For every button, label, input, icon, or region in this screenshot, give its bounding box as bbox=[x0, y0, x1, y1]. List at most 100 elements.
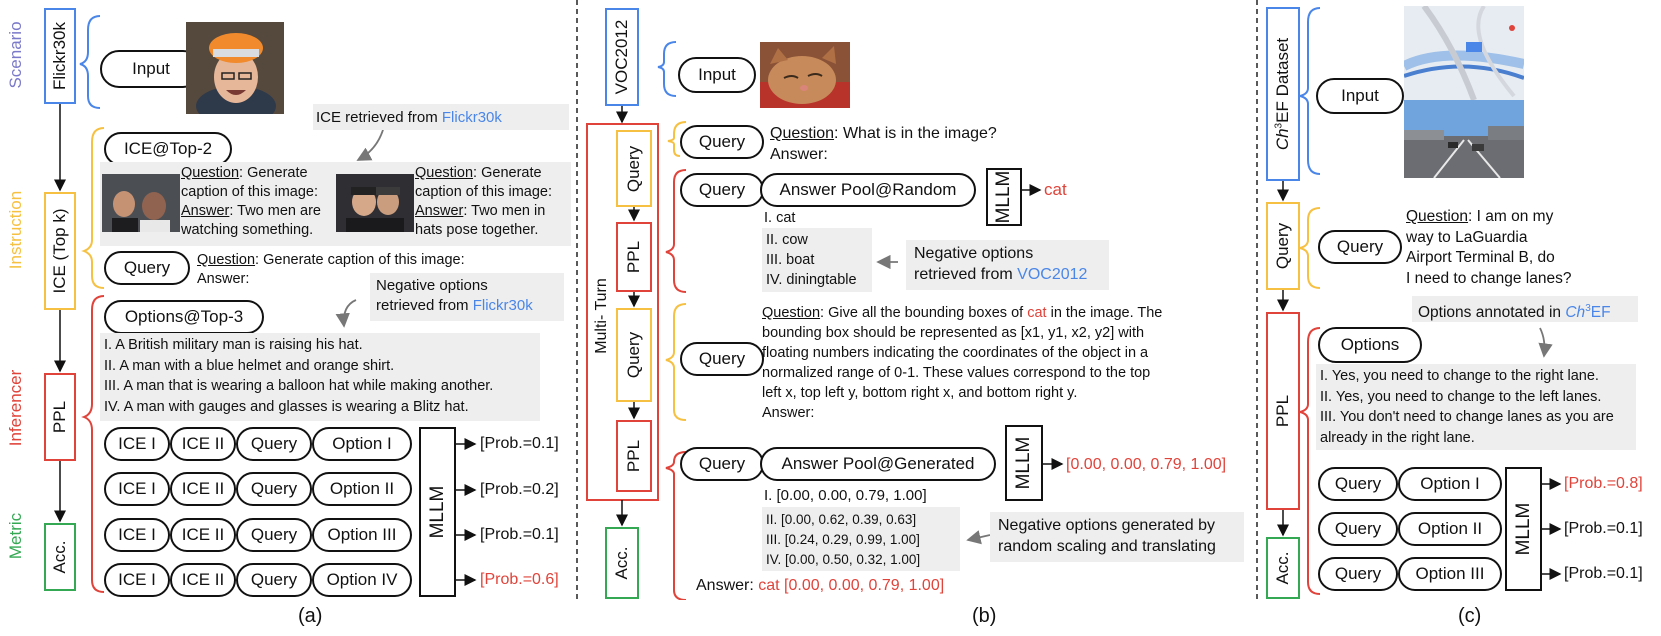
b-mllm-1: MLLM bbox=[986, 168, 1022, 226]
c-ann-note: Options annotated in Ch3EF bbox=[1418, 303, 1611, 322]
c-row2-query: Query bbox=[1318, 512, 1398, 546]
c-map-image bbox=[1404, 6, 1524, 100]
c-options-pill: Options bbox=[1318, 327, 1422, 363]
prob-4: [Prob.=0.6] bbox=[480, 571, 559, 588]
b-query-pill-2: Query bbox=[680, 173, 764, 207]
c-mllm: MLLM bbox=[1505, 467, 1542, 591]
c-ann-note-bg bbox=[1412, 296, 1638, 322]
caption-c: (c) bbox=[1458, 605, 1482, 627]
ice2-image bbox=[336, 174, 414, 232]
mllm-box-a: MLLM bbox=[419, 427, 456, 597]
c-prob-2: [Prob.=0.1] bbox=[1564, 520, 1643, 537]
row3-ice2: ICE II bbox=[170, 518, 236, 552]
b-gen-note: Negative options generated by random sca… bbox=[998, 517, 1216, 555]
row3-ice1: ICE I bbox=[104, 518, 170, 552]
c-prob-3: [Prob.=0.1] bbox=[1564, 565, 1643, 582]
b-query-pill-4: Query bbox=[680, 447, 764, 481]
row1-ice1: ICE I bbox=[104, 427, 170, 461]
b-bbox-bg bbox=[762, 507, 960, 571]
panel-c-connectors bbox=[1277, 7, 1562, 595]
options-a-list: I. A British military man is raising his… bbox=[104, 337, 494, 415]
ice-retrieved-note bbox=[313, 104, 569, 130]
row4-ice2: ICE II bbox=[170, 563, 236, 597]
c-query-box: Query bbox=[1266, 202, 1300, 290]
voc2012-box: VOC2012 bbox=[605, 8, 639, 106]
ice-topk-box: ICE (Top k) bbox=[44, 192, 76, 310]
panel-a-connectors bbox=[54, 15, 477, 593]
c-row1-option: Option I bbox=[1398, 467, 1502, 501]
options-a-bg bbox=[100, 333, 540, 421]
answer-pool-generated: Answer Pool@Generated bbox=[760, 447, 996, 481]
row4-ice1: ICE I bbox=[104, 563, 170, 597]
c-row3-option: Option III bbox=[1398, 557, 1502, 591]
c-options-bg bbox=[1316, 364, 1636, 450]
b-bbox-rest: II. [0.00, 0.62, 0.39, 0.63] III. [0.24,… bbox=[766, 512, 921, 567]
row1-option: Option I bbox=[312, 427, 412, 461]
row2-ice1: ICE I bbox=[104, 472, 170, 506]
ppl-box: PPL bbox=[44, 373, 76, 461]
neg-note-a-text: Negative options retrieved from Flickr30… bbox=[376, 277, 533, 314]
prob-3: [Prob.=0.1] bbox=[480, 526, 559, 543]
caption-a: (a) bbox=[298, 605, 323, 627]
row3-query: Query bbox=[236, 518, 312, 552]
row1-query: Query bbox=[236, 427, 312, 461]
query-text: Question: Generate caption of this image… bbox=[197, 252, 465, 287]
neg-note-a bbox=[370, 273, 564, 321]
row2-option: Option II bbox=[312, 472, 412, 506]
b-query-box-2: Query bbox=[616, 308, 652, 402]
c-options-list: I. Yes, you need to change to the right … bbox=[1320, 368, 1614, 446]
prob-1: [Prob.=0.1] bbox=[480, 435, 559, 452]
ice1-text: Question: Generate caption of this image… bbox=[181, 165, 321, 238]
row4-option: Option IV bbox=[312, 563, 412, 597]
panel-b-connectors bbox=[586, 41, 1064, 600]
b-gen-note-bg bbox=[990, 512, 1244, 562]
ice-retrieved-text: ICE retrieved from Flickr30k bbox=[316, 109, 502, 126]
b-opt-first: I. cat bbox=[764, 210, 796, 226]
query-pill: Query bbox=[104, 251, 190, 285]
ice2-text: Question: Generate caption of this image… bbox=[415, 165, 553, 238]
b-q2-text: Question: Give all the bounding boxes of… bbox=[762, 305, 1163, 421]
c-prob-1: [Prob.=0.8] bbox=[1564, 475, 1643, 492]
ch3ef-dataset-box: Ch3EF Dataset bbox=[1266, 7, 1300, 181]
c-row3-query: Query bbox=[1318, 557, 1398, 591]
b-opts-rest: II. cow III. boat IV. diningtable bbox=[766, 232, 857, 288]
c-question: Question: I am on my way to LaGuardia Ai… bbox=[1406, 208, 1572, 287]
b-opts-bg bbox=[762, 228, 872, 292]
c-input-pill: Input bbox=[1316, 78, 1404, 114]
ice1-image bbox=[102, 174, 180, 232]
flickr30k-box: Flickr30k bbox=[44, 8, 76, 104]
b-query-pill-3: Query bbox=[680, 342, 764, 376]
row4-query: Query bbox=[236, 563, 312, 597]
b-mllm-2: MLLM bbox=[1005, 425, 1043, 501]
c-road-image bbox=[1404, 100, 1524, 178]
b-neg-note: Negative options retrieved from VOC2012 bbox=[914, 245, 1088, 283]
b-neg-note-bg bbox=[906, 240, 1109, 290]
b-acc-box: Acc. bbox=[605, 527, 639, 599]
input-pill: Input bbox=[100, 50, 202, 88]
b-input-pill: Input bbox=[678, 57, 756, 93]
b-q1-text: Question: What is in the image? Answer: bbox=[770, 125, 997, 163]
b-ppl-box-2: PPL bbox=[616, 420, 652, 492]
row1-ice2: ICE II bbox=[170, 427, 236, 461]
c-ppl-box: PPL bbox=[1266, 312, 1300, 510]
b-query-pill-1: Query bbox=[680, 125, 764, 159]
b-final-answer: Answer: cat [0.00, 0.00, 0.79, 1.00] bbox=[696, 577, 945, 594]
c-query-pill: Query bbox=[1318, 230, 1402, 264]
input-image bbox=[186, 22, 284, 114]
b-result-bbox: [0.00, 0.00, 0.79, 1.00] bbox=[1066, 456, 1227, 473]
row2-query: Query bbox=[236, 472, 312, 506]
answer-pool-random: Answer Pool@Random bbox=[760, 173, 976, 207]
caption-b: (b) bbox=[972, 605, 997, 627]
b-query-box-1: Query bbox=[616, 130, 652, 207]
prob-2: [Prob.=0.2] bbox=[480, 481, 559, 498]
b-result-cat: cat bbox=[1044, 180, 1067, 199]
c-row2-option: Option II bbox=[1398, 512, 1502, 546]
b-bbox-first: I. [0.00, 0.00, 0.79, 1.00] bbox=[764, 487, 927, 504]
b-input-image bbox=[760, 42, 850, 108]
c-acc-box: Acc. bbox=[1266, 537, 1300, 599]
row2-ice2: ICE II bbox=[170, 472, 236, 506]
c-row1-query: Query bbox=[1318, 467, 1398, 501]
acc-box: Acc. bbox=[44, 523, 76, 591]
row3-option: Option III bbox=[312, 518, 412, 552]
b-ppl-box-1: PPL bbox=[616, 222, 652, 292]
